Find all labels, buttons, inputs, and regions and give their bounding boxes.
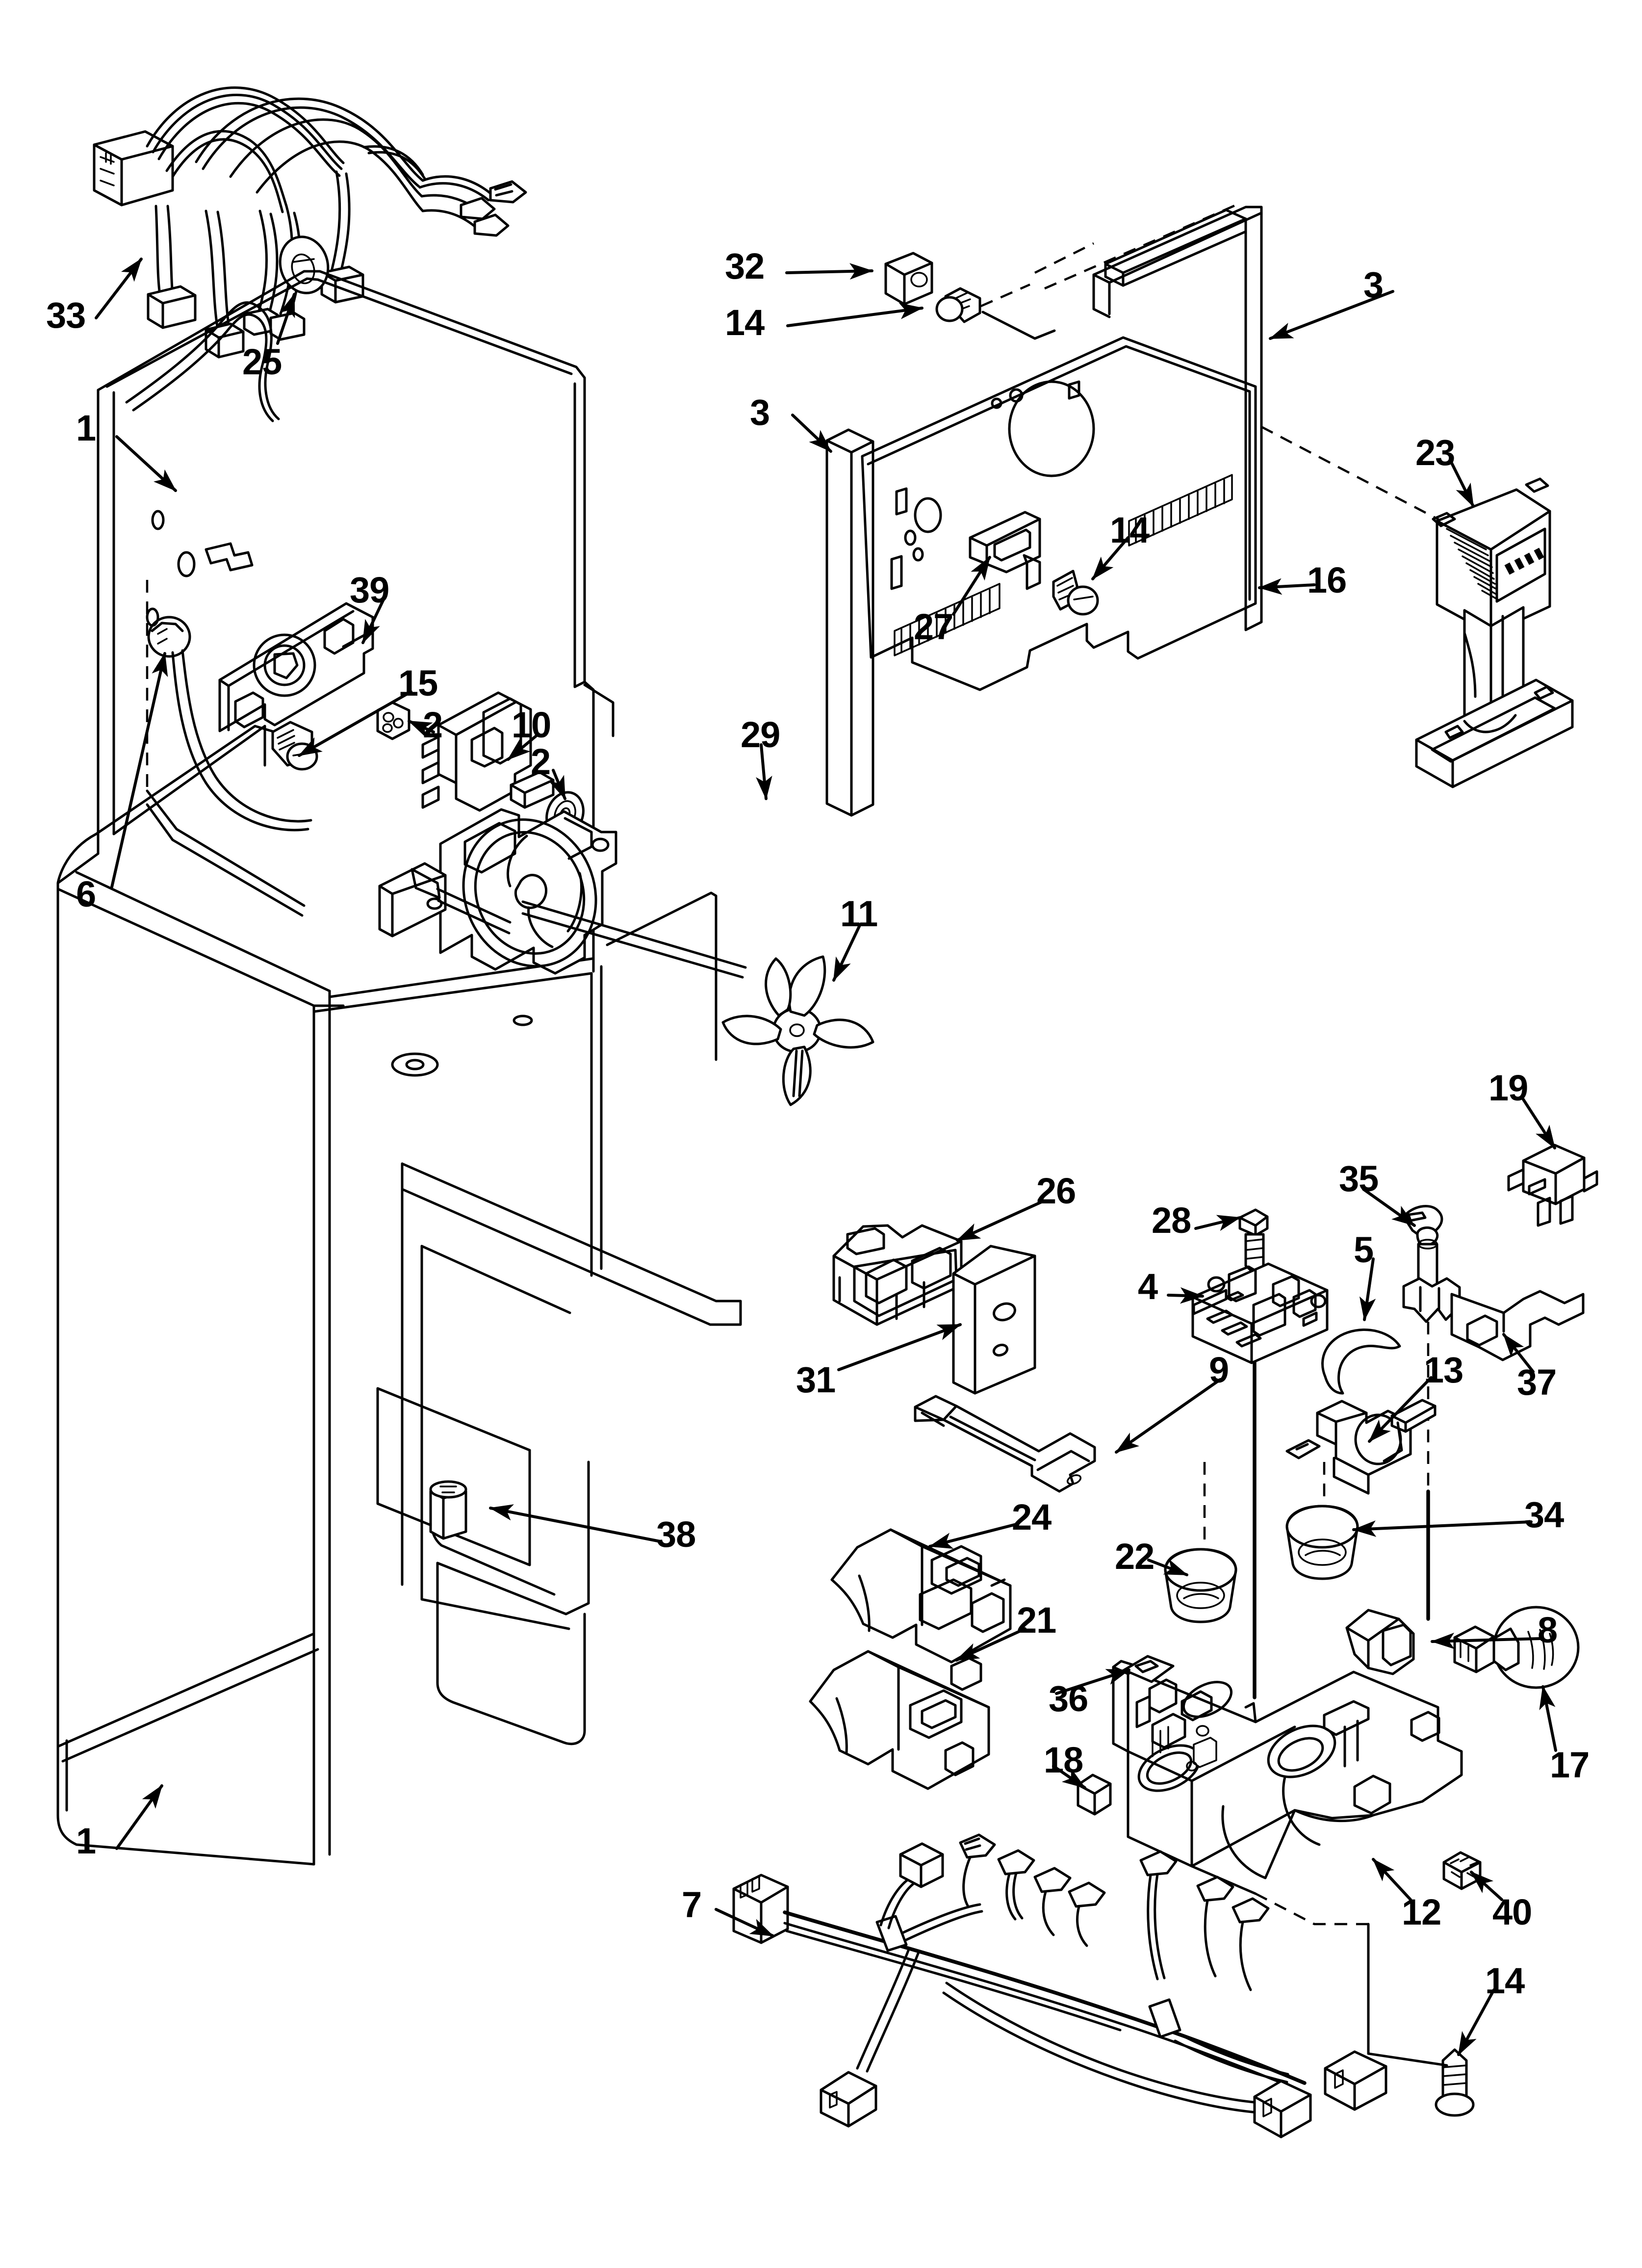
- callout-22: 22: [1115, 1536, 1155, 1577]
- callout-29: 29: [741, 714, 780, 755]
- callout-37: 37: [1517, 1362, 1557, 1403]
- defrost-switch-art: [376, 691, 585, 838]
- callout-21: 21: [1017, 1600, 1056, 1641]
- rear-panel-art: [825, 204, 1263, 817]
- insulation-block-upper-art: [830, 1528, 1012, 1664]
- callout-3-right: 3: [1363, 264, 1384, 305]
- callout-14-top: 14: [725, 302, 765, 343]
- callout-8: 8: [1538, 1610, 1558, 1650]
- callout-2-b: 2: [531, 741, 551, 782]
- callout-7: 7: [682, 1884, 702, 1925]
- seal-ring-art: [1321, 1329, 1401, 1395]
- callout-26: 26: [1036, 1171, 1076, 1211]
- callout-17: 17: [1550, 1745, 1590, 1785]
- light-socket-housing-art: [218, 602, 374, 771]
- callout-34: 34: [1524, 1494, 1564, 1535]
- wire-harness-upper-art: [93, 86, 527, 359]
- callout-33: 33: [46, 295, 86, 336]
- callout-36: 36: [1049, 1678, 1088, 1719]
- callout-40: 40: [1492, 1892, 1532, 1932]
- air-duct-tower-art: [1260, 426, 1574, 788]
- callout-6: 6: [76, 874, 96, 914]
- callout-35: 35: [1339, 1158, 1379, 1199]
- callout-24: 24: [1012, 1497, 1052, 1538]
- callout-32: 32: [725, 246, 765, 287]
- callout-31: 31: [796, 1359, 836, 1400]
- callout-2-a: 2: [423, 704, 443, 745]
- control-box-cover-art: [832, 1224, 963, 1326]
- main-wiring-harness-art: [732, 1833, 1387, 2138]
- callout-1-top: 1: [76, 408, 96, 448]
- callout-16: 16: [1307, 560, 1347, 600]
- light-housing-art: [1077, 1606, 1580, 2117]
- cabinet-liner-art: [56, 270, 742, 1866]
- thermostat-housing-art: [1285, 1399, 1437, 1495]
- callout-1-bottom: 1: [76, 1821, 96, 1861]
- callout-23: 23: [1415, 432, 1455, 473]
- callout-19: 19: [1488, 1068, 1528, 1108]
- callout-15: 15: [398, 663, 438, 704]
- callout-14-panel: 14: [1110, 510, 1150, 550]
- insulation-panel-art: [952, 1245, 1036, 1395]
- callout-39: 39: [350, 570, 389, 610]
- callout-14-bottom: 14: [1485, 1960, 1525, 2001]
- callout-10: 10: [512, 704, 551, 745]
- callout-11: 11: [840, 893, 878, 934]
- callout-38: 38: [656, 1514, 696, 1555]
- callout-5: 5: [1354, 1229, 1374, 1270]
- callout-3-left: 3: [750, 392, 770, 433]
- callout-4: 4: [1138, 1266, 1158, 1307]
- callout-27: 27: [914, 606, 953, 647]
- leader-lines: [95, 258, 1557, 2056]
- callout-12: 12: [1402, 1892, 1441, 1932]
- fan-shroud-art: [378, 808, 874, 1106]
- callout-28: 28: [1152, 1200, 1191, 1241]
- control-board-art: [1191, 1208, 1329, 1699]
- callout-25: 25: [242, 341, 282, 382]
- damper-control-art: [1402, 1144, 1598, 1621]
- callout-9: 9: [1209, 1350, 1229, 1390]
- callout-13: 13: [1424, 1350, 1463, 1390]
- callout-18: 18: [1044, 1740, 1083, 1780]
- bracket-arm-art: [914, 1395, 1096, 1493]
- light-lens-art: [1164, 1462, 1359, 1623]
- insulation-block-lower-art: [809, 1650, 990, 1790]
